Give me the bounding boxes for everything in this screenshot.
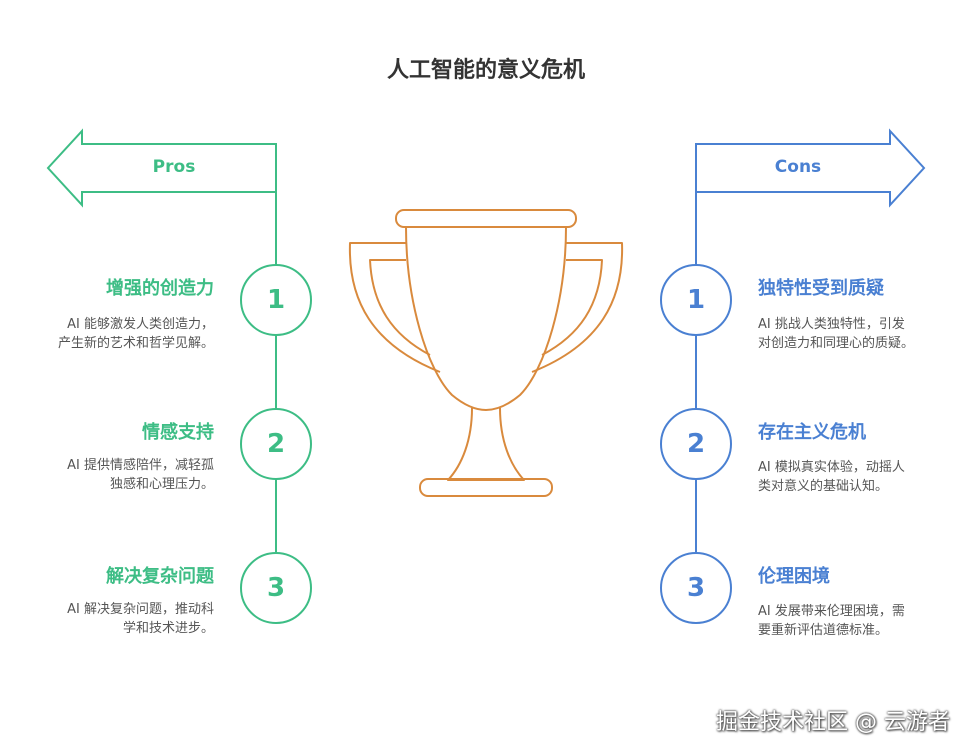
pros-number-1: 1	[266, 285, 286, 315]
pros-item-title-1: 增强的创造力	[106, 278, 214, 299]
pros-label: Pros	[152, 157, 196, 177]
cons-number-3: 3	[686, 573, 706, 603]
pros-circle-3	[240, 552, 312, 624]
pros-circle-1	[240, 264, 312, 336]
pros-arrow-banner	[46, 128, 277, 208]
pros-item-desc-2: AI 提供情感陪伴，减轻孤独感和心理压力。	[67, 458, 214, 492]
cons-circle-2	[660, 408, 732, 480]
cons-item-title-1: 独特性受到质疑	[758, 278, 884, 299]
pros-item-title-2: 情感支持	[142, 422, 214, 443]
pros-item-desc-3: AI 解决复杂问题，推动科学和技术进步。	[67, 602, 214, 636]
cons-arrow-banner	[695, 128, 926, 208]
pros-number-3: 3	[266, 573, 286, 603]
pros-circle-2	[240, 408, 312, 480]
pros-number-2: 2	[266, 429, 286, 459]
cons-item-desc-2: AI 模拟真实体验，动摇人类对意义的基础认知。	[758, 460, 905, 494]
cons-item-desc-3: AI 发展带来伦理困境，需要重新评估道德标准。	[758, 604, 905, 638]
pros-item-desc-1: AI 能够激发人类创造力，产生新的艺术和哲学见解。	[58, 317, 215, 351]
page-title: 人工智能的意义危机	[386, 58, 585, 83]
cons-item-title-3: 伦理困境	[758, 566, 830, 587]
cons-circle-1	[660, 264, 732, 336]
cons-number-2: 2	[686, 429, 706, 459]
cons-number-1: 1	[686, 285, 706, 315]
cons-item-desc-1: AI 挑战人类独特性，引发对创造力和同理心的质疑。	[758, 317, 915, 351]
pros-item-title-3: 解决复杂问题	[106, 566, 214, 587]
cons-circle-3	[660, 552, 732, 624]
cons-label: Cons	[774, 157, 822, 177]
watermark: 掘金技术社区 @ 云游者	[716, 710, 950, 735]
cons-item-title-2: 存在主义危机	[758, 422, 866, 443]
trophy-icon	[348, 209, 624, 497]
